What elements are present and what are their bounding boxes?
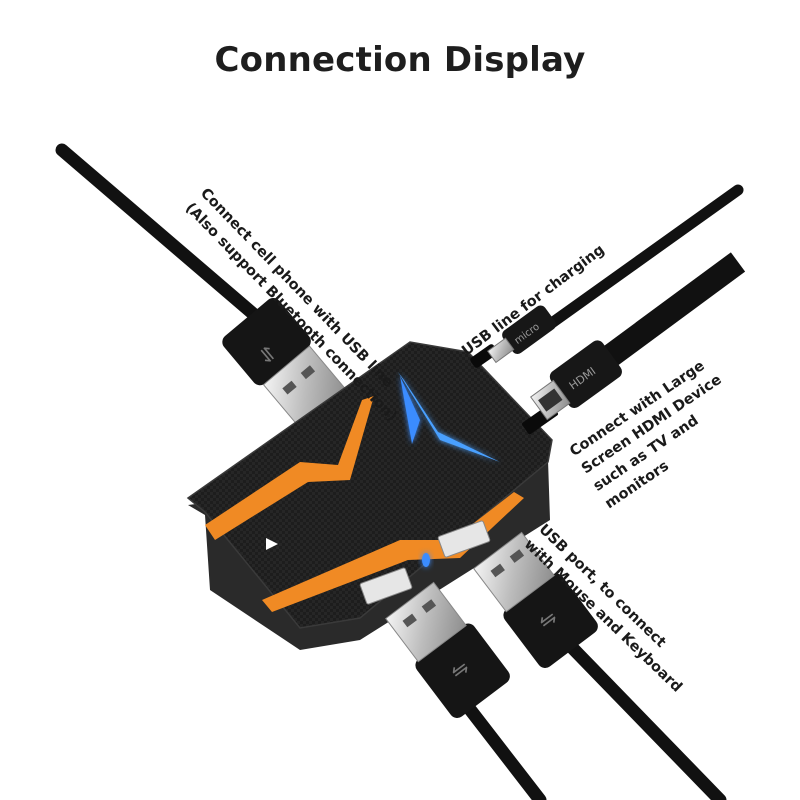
hdmi-plug: HDMI (530, 340, 622, 421)
orange-stripe-top (205, 396, 374, 540)
play-icon (266, 538, 278, 550)
orange-stripe-bottom (262, 492, 524, 612)
charging-cable (522, 184, 744, 346)
usb-cable-2 (548, 623, 727, 800)
phone-usb-plug: ⇋ (222, 297, 348, 430)
page-title: Connection Display (214, 40, 586, 80)
status-led (422, 553, 430, 567)
converter-device (186, 341, 558, 650)
micro-usb-plug: micro (487, 305, 556, 364)
phone-usb-cable (55, 143, 265, 325)
usb-plug-front-1: ⇋ (385, 581, 510, 718)
usb-plug-front-2: ⇋ (473, 531, 598, 668)
